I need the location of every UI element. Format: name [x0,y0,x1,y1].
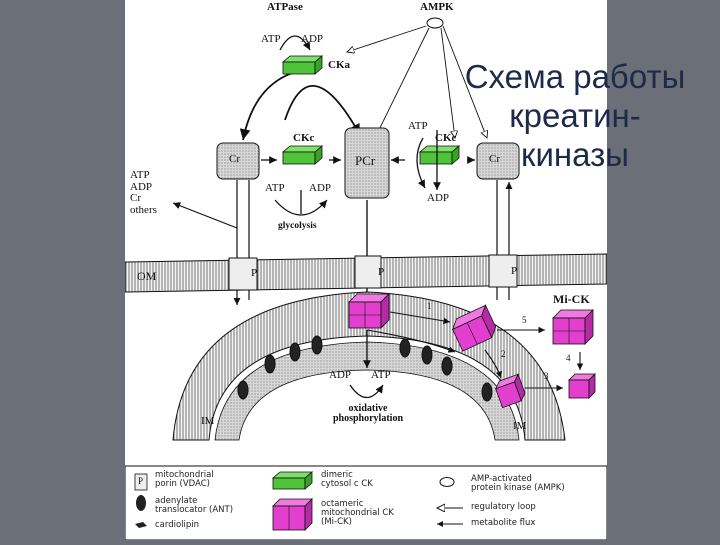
legend-regulatory-text: regulatory loop [471,502,536,512]
mick-cube-right [552,309,594,345]
slide-title: Схема работы креатин- киназы [464,58,686,173]
porin-p1-label: P [251,267,258,279]
im-right-label: IM [513,420,527,432]
pcr-label: PCr [355,153,376,168]
glycolysis-label: glycolysis [278,221,317,231]
step-5-label: 5 [522,315,527,325]
cr-left-box [216,142,260,180]
pcr-box [344,127,390,199]
ampk-label: AMPK [420,1,454,13]
legend-flux-text: metabolite flux [471,518,536,528]
right-atp-label: ATP [408,120,428,132]
legend-ampk-text: AMP-activated protein kinase (AMPK) [471,474,565,493]
inner-atp-loop [349,330,384,399]
ck-a-label: CKa [328,59,350,71]
atpase-label: ATPase [267,1,303,13]
mi-ck-label: Mi-CK [553,292,590,306]
legend-ant-text: adenylate translocator (ANT) [155,496,234,515]
cr-right-label: Cr [489,153,500,165]
step-4-label: 4 [566,353,571,363]
right-atp-loop [416,130,441,190]
ant-markers [237,335,493,402]
step-3-label: 3 [544,371,549,381]
side-metabolite-list: ATP ADP Cr others [130,169,157,216]
legend-cardiolipin-text: cardiolipin [155,520,200,530]
diagram-panel: ATPase AMPK ATP ADP CKa CKc CKc ATP Cr P… [124,0,608,541]
ampk-node [426,17,444,29]
step-1-label: 1 [427,301,432,311]
mick-arrows [366,311,584,392]
ck-c-right-label: CKc [435,132,457,144]
inner-atp-label: ATP [371,369,391,381]
right-adp-label: ADP [427,192,450,204]
cr-left-label: Cr [229,153,240,165]
legend-porin-symbol: P [138,476,144,486]
porin-p2-label: P [378,266,385,278]
ck-c-right-cube [418,145,461,165]
step-2-label: 2 [501,349,506,359]
ck-a-cube [281,55,324,75]
top-atp-label: ATP [261,33,281,45]
legend-porin-text: mitochondrial porin (VDAC) [155,470,214,489]
oxphos-label: oxidative phosphorylation [332,403,404,424]
legend-octameric-text: octameric mitochondrial CK (Mi-CK) [321,499,394,527]
mick-cube-center [348,293,390,329]
glyc-adp-label: ADP [309,182,332,194]
glyc-atp-label: ATP [265,182,285,194]
creatine-kinase-diagram [124,17,608,541]
ck-c-left-cube [281,145,324,165]
cr-right-box [476,142,520,180]
top-adp-label: ADP [301,33,324,45]
mick-dimer-small [494,373,526,409]
outer-membrane [124,253,608,293]
mick-cube-tilted [451,304,497,352]
inner-adp-label: ADP [329,369,352,381]
legend-dimeric-text: dimeric cytosol c CK [321,470,373,489]
mick-dimer-right [568,373,596,399]
im-left-label: IM [201,415,215,427]
porin-p3-label: P [511,265,518,277]
top-cycle-arrows [239,35,361,141]
glycolysis-loop [274,190,328,216]
ck-c-left-label: CKc [293,132,315,144]
om-label: OM [137,269,157,283]
regulatory-arrows [347,25,487,142]
legend-box [124,465,608,541]
